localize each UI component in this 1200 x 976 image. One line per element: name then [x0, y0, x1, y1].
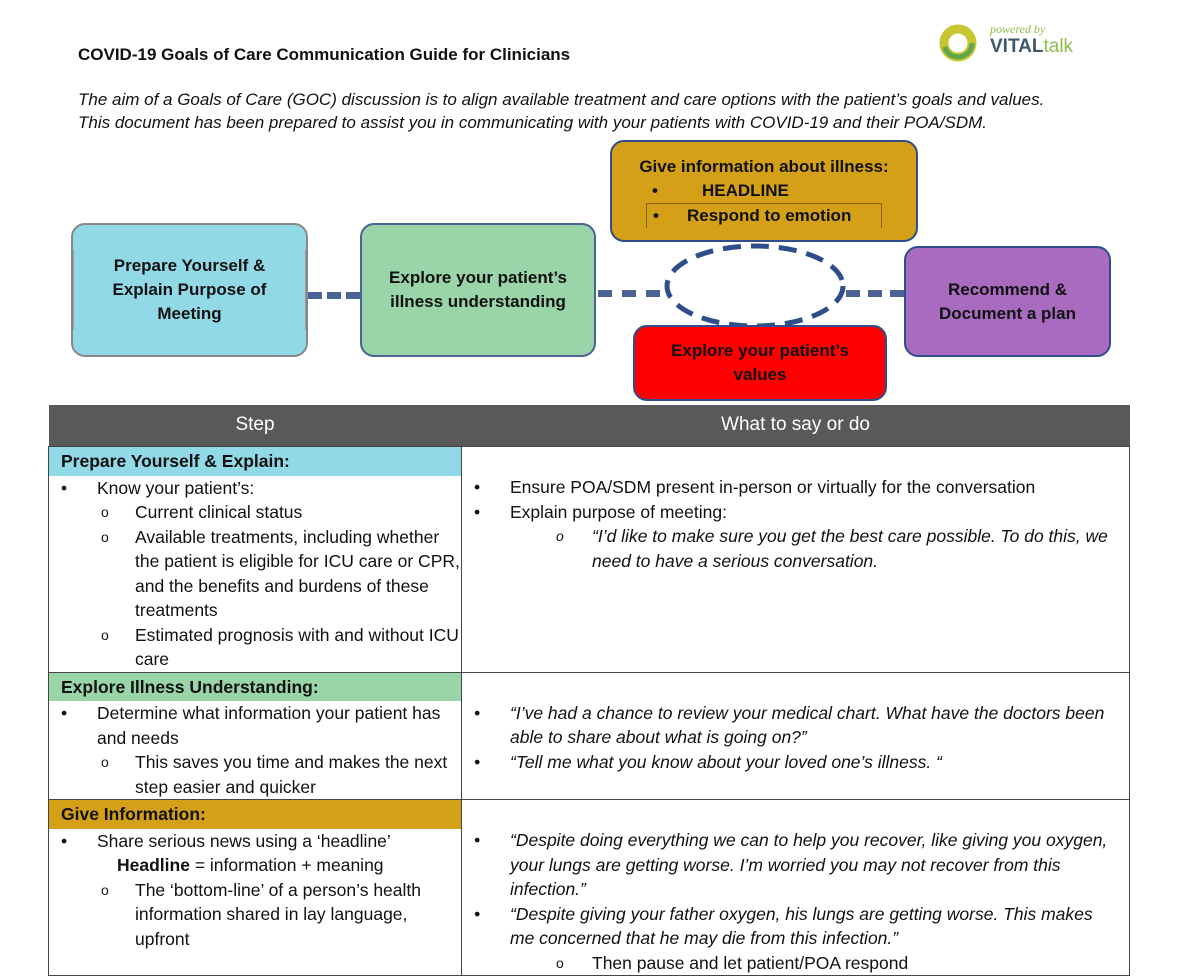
list-item: “Despite doing everything we can to help… [462, 828, 1119, 902]
step-recommend: Recommend & Document a plan [904, 246, 1111, 357]
list-item: Determine what information your patient … [49, 701, 461, 750]
section-header: Prepare Yourself & Explain: [49, 447, 461, 476]
section-header: Explore Illness Understanding: [49, 672, 461, 701]
table-row: Give Information:Share serious news usin… [48, 799, 1130, 976]
list-item: Available treatments, including whether … [49, 525, 461, 623]
dashed-ellipse [664, 243, 846, 329]
header-what-to-say: What to say or do [461, 405, 1130, 447]
header-step: Step [48, 405, 462, 447]
step-explore-values: Explore your patient’s values [633, 325, 887, 401]
table-row: Prepare Yourself & Explain:Know your pat… [48, 446, 1130, 673]
list-item: “Tell me what you know about your loved … [462, 750, 1119, 775]
list-item: Know your patient’s: [49, 476, 461, 501]
list-item: Explain purpose of meeting: [462, 500, 1119, 525]
list-item: “I’d like to make sure you get the best … [462, 524, 1119, 573]
logo-ring-icon [939, 24, 977, 62]
step-explore-illness: Explore your patient’s illness understan… [360, 223, 596, 357]
list-item: Share serious news using a ‘headline’ [49, 829, 461, 854]
connector [846, 290, 904, 297]
intro-text: The aim of a Goals of Care (GOC) discuss… [78, 90, 1045, 132]
list-item: Current clinical status [49, 500, 461, 525]
list-item: The ‘bottom-line’ of a person’s health i… [49, 878, 461, 952]
list-item: “I’ve had a chance to review your medica… [462, 701, 1119, 750]
list-item: Then pause and let patient/POA respond [462, 951, 1119, 976]
list-item: Ensure POA/SDM present in-person or virt… [462, 475, 1119, 500]
connector [598, 290, 660, 297]
table-row: Explore Illness Understanding:Determine … [48, 671, 1130, 800]
vitaltalk-logo: powered by VITALtalk [938, 22, 1078, 64]
document-title: COVID-19 Goals of Care Communication Gui… [78, 45, 571, 64]
list-item: This saves you time and makes the next s… [49, 750, 461, 799]
list-item: Estimated prognosis with and without ICU… [49, 623, 461, 672]
step-prepare: Prepare Yourself & Explain Purpose of Me… [71, 223, 308, 357]
connector [308, 292, 360, 299]
list-item: Headline = information + meaning [117, 855, 384, 875]
list-item: “Despite giving your father oxygen, his … [462, 902, 1119, 951]
section-header: Give Information: [49, 800, 461, 829]
step-give-info: Give information about illness: •HEADLIN… [610, 140, 918, 242]
